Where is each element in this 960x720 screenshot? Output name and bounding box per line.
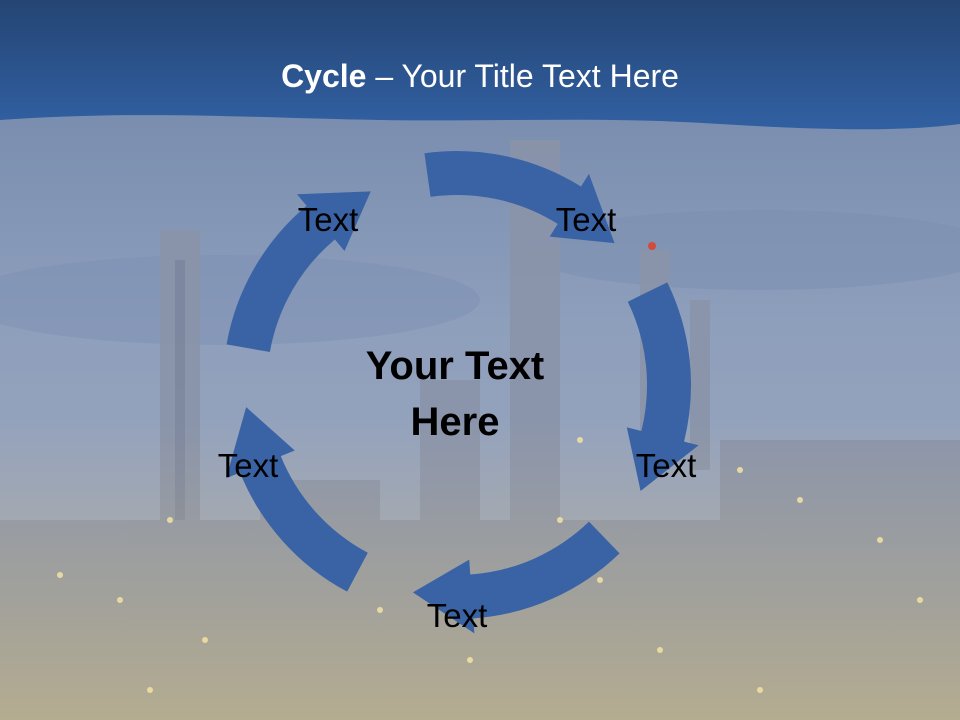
title-rest-part: – Your Title Text Here	[366, 58, 679, 94]
cycle-node-label: Text	[555, 201, 617, 238]
cycle-arrow	[226, 407, 368, 592]
cycle-center-text: Your Text Here	[365, 344, 545, 444]
cycle-node-label: Text	[426, 597, 488, 634]
cycle-arrow	[412, 521, 620, 634]
title-bold-part: Cycle	[281, 58, 367, 94]
cycle-arrow	[226, 191, 371, 353]
slide-title: Cycle – Your Title Text Here	[0, 52, 960, 100]
cycle-node-label: Text	[217, 447, 279, 484]
cycle-node-label: Text	[635, 447, 697, 484]
cycle-arrow	[424, 151, 615, 244]
cycle-node-label: Text	[297, 201, 359, 238]
cycle-arrow	[626, 282, 699, 491]
cycle-arrows	[226, 151, 699, 634]
